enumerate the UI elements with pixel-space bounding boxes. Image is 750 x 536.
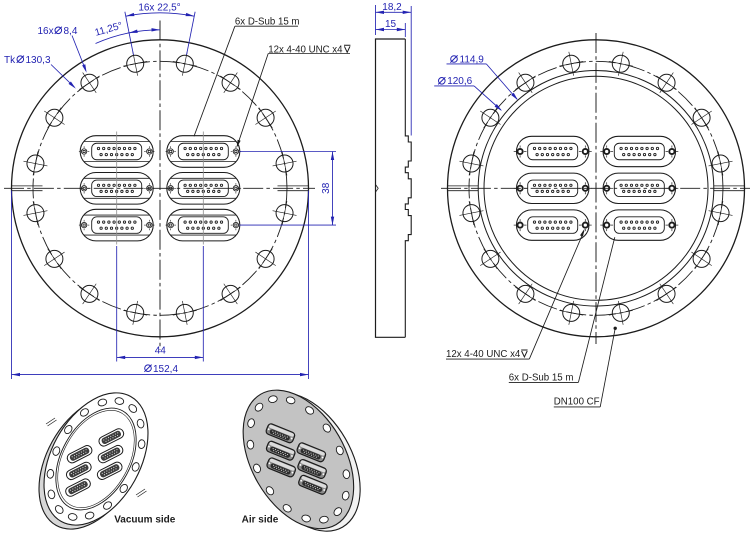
svg-text:38: 38 (321, 182, 332, 194)
svg-text:6x D-Sub 15 m: 6x D-Sub 15 m (509, 372, 574, 383)
svg-text:DN100 CF: DN100 CF (554, 397, 600, 408)
svg-text:15: 15 (385, 19, 397, 30)
svg-text:18,2: 18,2 (382, 2, 402, 13)
svg-text:Vacuum side: Vacuum side (114, 515, 176, 526)
svg-text:130,3: 130,3 (26, 55, 51, 66)
svg-text:44: 44 (155, 346, 167, 357)
svg-text:114,9: 114,9 (460, 54, 485, 65)
svg-text:8,4: 8,4 (64, 26, 78, 37)
svg-text:Tk: Tk (4, 55, 16, 66)
svg-text:12x 4-40 UNC x4: 12x 4-40 UNC x4 (446, 349, 521, 360)
svg-text:12x 4-40 UNC x4: 12x 4-40 UNC x4 (268, 44, 343, 55)
svg-text:152,4: 152,4 (153, 364, 178, 375)
svg-text:Air side: Air side (242, 515, 279, 526)
svg-text:120,6: 120,6 (447, 76, 472, 87)
svg-text:16x: 16x (38, 26, 54, 37)
svg-text:6x D-Sub 15 m: 6x D-Sub 15 m (235, 16, 300, 27)
svg-text:16x 22,5°: 16x 22,5° (138, 3, 180, 14)
